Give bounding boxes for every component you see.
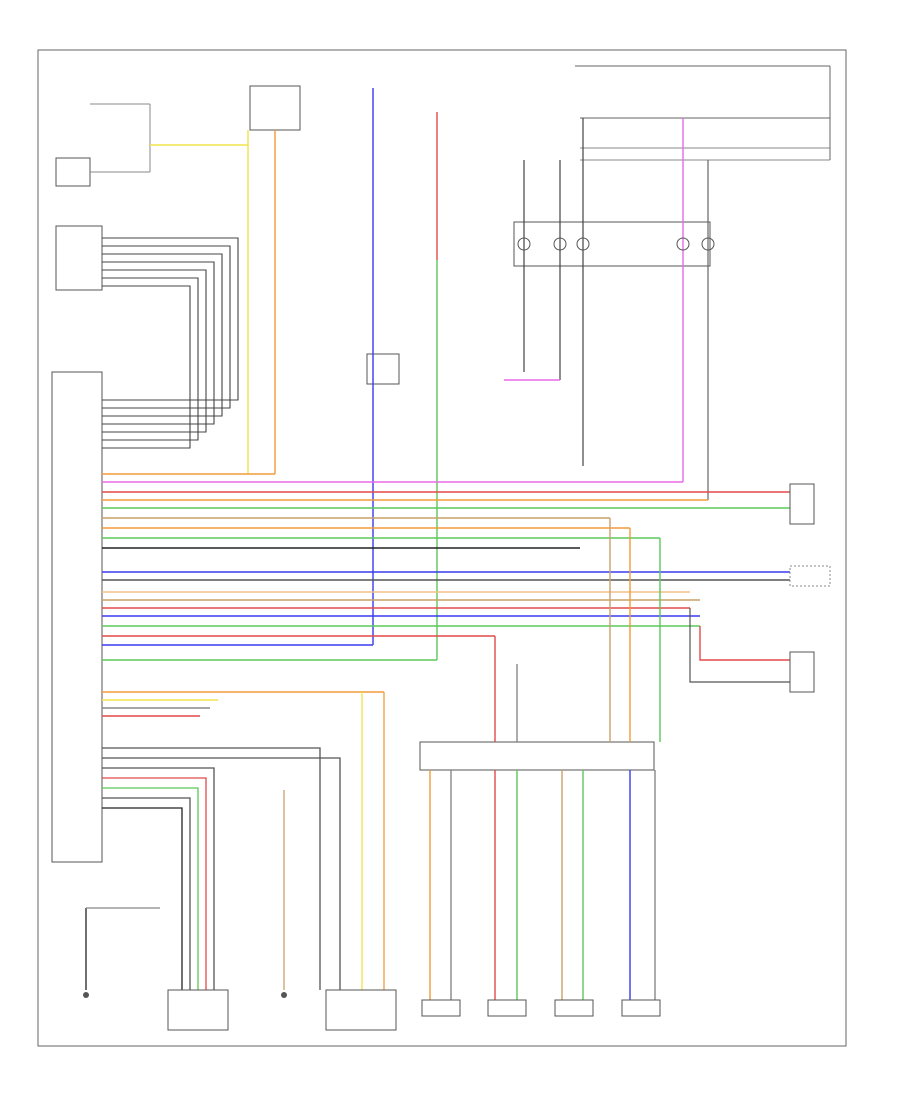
head-unit-box — [51, 371, 103, 863]
junction-box — [513, 221, 711, 267]
fuse-box-2 — [366, 353, 400, 385]
right-connector — [789, 565, 831, 587]
antenna-bus — [102, 237, 239, 449]
speaker-rear-right — [487, 999, 527, 1017]
speaker-rear-left — [621, 999, 661, 1017]
speaker-connector-block — [419, 741, 655, 771]
junction-terminals — [517, 237, 715, 251]
right-speaker-1 — [789, 483, 815, 525]
diagram-frame — [37, 49, 847, 1047]
antenna-module-2 — [55, 225, 103, 291]
antenna-module-1 — [55, 157, 91, 187]
wire-right-gray-drop — [689, 608, 790, 683]
wire-right-red-drop — [699, 626, 790, 661]
speaker-front-right — [421, 999, 461, 1017]
horizontal-bus — [102, 473, 790, 717]
speaker-drops — [429, 518, 661, 1000]
aux-jack-box — [167, 989, 229, 1031]
fuse-box-1 — [249, 85, 301, 131]
lower-drops — [85, 692, 385, 990]
speaker-front-left — [554, 999, 594, 1017]
steering-switch-box — [325, 989, 397, 1031]
speaker-ground — [281, 992, 287, 998]
right-speaker-2 — [789, 651, 815, 693]
ground-symbol — [83, 992, 89, 998]
